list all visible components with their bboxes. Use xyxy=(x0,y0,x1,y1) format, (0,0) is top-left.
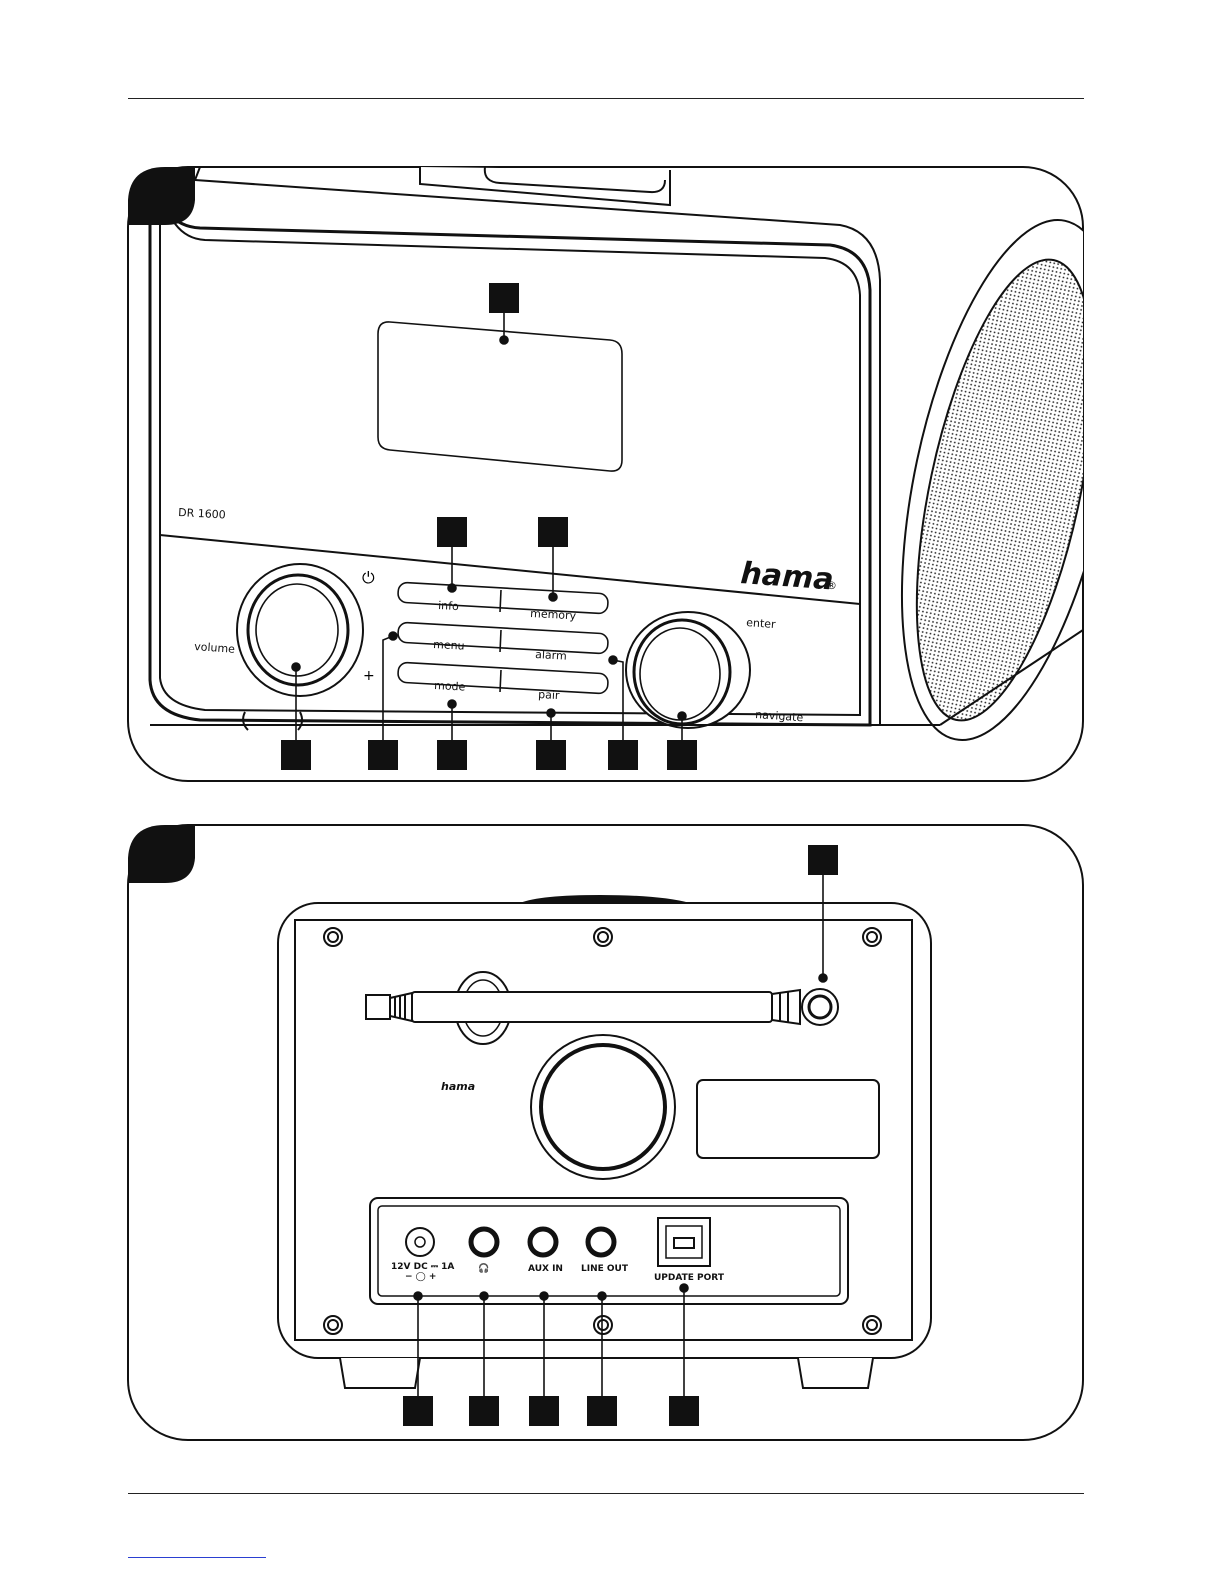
front-view-figure: DR 1600 hama ® ⏻ volume + enter navigate… xyxy=(128,167,1158,781)
headphone-icon: 🎧 xyxy=(478,1262,489,1274)
back-view-figure: hama . 12V DC ⎓ 1A − ◯ + 🎧 AUX IN LINE O… xyxy=(128,825,1083,1440)
front-brand-logo: hama xyxy=(739,556,834,597)
volume-plus-label: + xyxy=(363,668,375,684)
figure-2-tab xyxy=(128,825,195,883)
line-out-label: LINE OUT xyxy=(581,1264,629,1274)
aux-in-jack-icon xyxy=(530,1229,556,1255)
memory-button-label: memory xyxy=(530,607,577,622)
aux-in-label: AUX IN xyxy=(528,1264,563,1274)
alarm-button-label: alarm xyxy=(535,648,567,663)
figure-1-tab xyxy=(128,167,195,225)
mode-button-label: mode xyxy=(434,679,466,694)
power-icon: ⏻ xyxy=(362,568,375,587)
pair-button-label: pair xyxy=(538,688,560,702)
dc-label: 12V DC ⎓ 1A xyxy=(391,1262,454,1272)
line-out-jack-icon xyxy=(588,1229,614,1255)
info-button-label: info xyxy=(438,599,460,613)
antenna xyxy=(366,989,838,1025)
front-button-group xyxy=(398,582,609,694)
update-port-label: UPDATE PORT xyxy=(654,1273,725,1283)
dc-polarity-label: − ◯ + xyxy=(405,1272,436,1282)
model-label: DR 1600 xyxy=(178,506,226,521)
headphone-jack-icon xyxy=(471,1229,497,1255)
enter-label: enter xyxy=(746,616,777,631)
front-brand-mark: ® xyxy=(826,579,837,592)
back-brand-mark: . xyxy=(468,1080,472,1093)
menu-button-label: menu xyxy=(433,638,465,653)
